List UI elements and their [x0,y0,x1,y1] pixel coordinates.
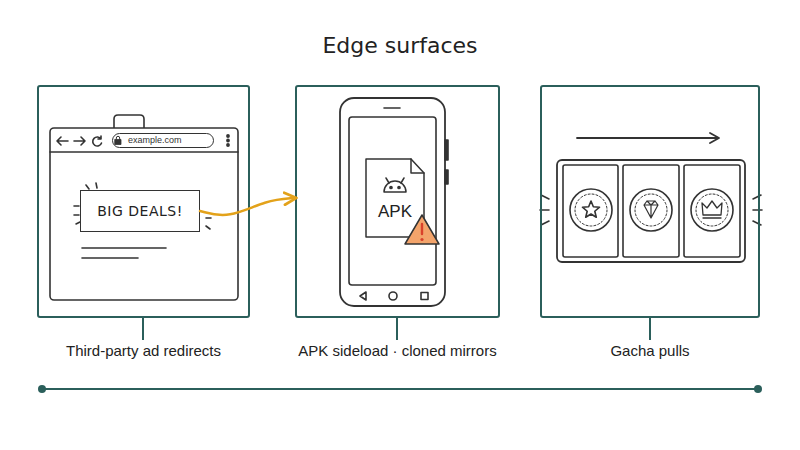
crown-symbol [702,201,722,218]
redirect-arrow [200,198,295,215]
timeline-end [754,385,762,393]
browser-window [50,128,238,300]
shake-lines [753,195,762,225]
ad-banner: BIG DEALS! [80,190,200,232]
forward-arrow-icon [74,137,85,145]
panel-caption: Gacha pulls [610,342,689,359]
phone-screen [349,117,436,285]
browser-toolbar-line [50,151,238,153]
leader-line [142,318,144,340]
warning-dot [420,238,423,241]
phone-speaker [384,107,400,109]
coin [691,189,733,231]
phone-button [445,140,448,160]
coin-rim [635,194,667,226]
timeline-end [38,385,46,393]
warning-mark [421,224,423,234]
gem-symbol [644,201,658,218]
leader-line [649,318,651,340]
nav-back-icon [360,292,366,300]
url-bar: example.com [112,133,214,148]
back-arrow-icon [57,137,68,145]
reel-window [684,165,740,257]
menu-dot [227,139,229,141]
coin [570,189,612,231]
reload-icon [93,136,102,146]
menu-dot [227,135,229,137]
apk-file: APK [365,158,425,238]
phone-body [340,98,445,306]
panel-caption: Third-party ad redirects [66,342,221,359]
coin [630,189,672,231]
android-eye [390,186,392,188]
phone-button [445,170,448,184]
surface-panel: APK sideload · cloned mirrorsAPK [295,85,500,318]
panel-caption: APK sideload · cloned mirrors [298,342,496,359]
ad-text: BIG DEALS! [97,203,183,219]
leader-line [396,318,398,340]
warning-symbol [405,215,439,244]
lock-icon [115,140,121,145]
android-eye [398,186,400,188]
reel-window [623,165,679,257]
reel-frame [557,160,745,262]
diagram-title: Edge surfaces [0,33,800,58]
text-line [82,247,166,249]
timeline-axis [42,388,758,390]
coin-rim [575,194,607,226]
lock-shackle [116,136,119,139]
reel-window [563,165,618,257]
surface-panel: Third-party ad redirectsexample.comBIG D… [37,85,250,318]
surface-panel: Gacha pulls [540,85,760,318]
browser-tab [114,115,144,128]
android-head [384,181,406,192]
spin-arrow [577,133,719,143]
menu-dot [227,144,229,146]
file-label: APK [365,202,425,222]
nav-home-icon [389,292,397,300]
file-outline [365,158,425,238]
file-fold [411,159,424,173]
star-symbol [582,201,599,217]
url-text: example.com [128,134,182,147]
file-shape [366,159,424,237]
text-line [82,257,138,259]
coin-rim [696,194,728,226]
nav-recent-icon [421,293,428,300]
android-antenna [386,178,404,183]
